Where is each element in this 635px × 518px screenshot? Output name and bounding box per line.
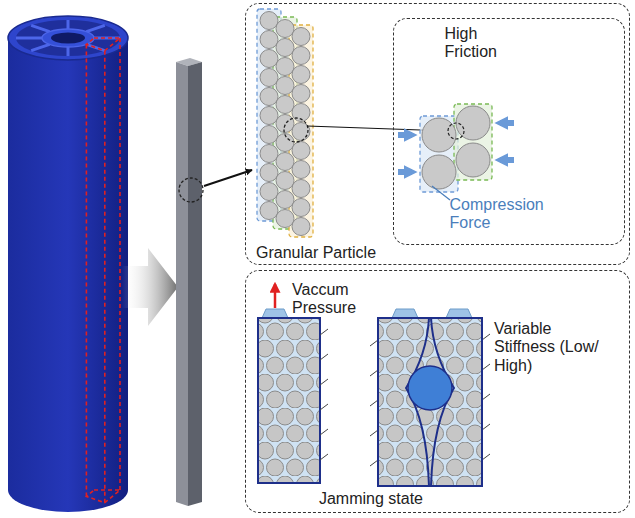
bar-side — [188, 62, 202, 506]
membrane-fill — [378, 318, 482, 486]
tube-cylinder — [8, 16, 128, 512]
tick — [370, 400, 378, 406]
contact-zoom — [398, 104, 514, 200]
column-outline — [289, 25, 313, 237]
tick — [482, 454, 490, 460]
cylinder-body — [8, 38, 128, 512]
rib — [86, 25, 104, 31]
contact-circle — [448, 123, 464, 139]
panel-caption: Granular Particle — [256, 244, 416, 262]
tick — [320, 379, 328, 385]
column-outline — [420, 116, 458, 192]
packed-particles — [378, 318, 482, 486]
detail-circle — [284, 118, 308, 142]
force-arrow — [500, 120, 514, 126]
tick — [482, 334, 490, 340]
callout-text: Compression Force — [450, 196, 565, 233]
chamber-bottom — [86, 490, 120, 503]
callout-text: Vaccum Pressure — [292, 281, 374, 318]
rib — [67, 47, 70, 56]
chamber-outline — [86, 38, 120, 503]
transition-arrow — [122, 248, 178, 326]
vacuum-port — [392, 309, 418, 318]
tick — [482, 394, 490, 400]
tick — [482, 364, 490, 370]
particle — [422, 118, 456, 152]
zoom-inset: High FrictionCompression Force — [393, 18, 625, 245]
inflated-chamber — [408, 366, 452, 410]
rib — [31, 44, 49, 50]
chamber-edge — [119, 38, 121, 490]
membrane-outline — [258, 318, 320, 483]
force-arrows — [398, 123, 514, 172]
rib — [67, 20, 70, 29]
rib — [86, 44, 104, 50]
tick — [370, 370, 378, 376]
bar-face — [176, 62, 188, 506]
column-outline — [454, 104, 492, 180]
rib — [31, 25, 49, 31]
force-arrow — [398, 132, 412, 138]
tick — [320, 329, 328, 335]
vacuum-port — [262, 309, 288, 318]
tick — [320, 354, 328, 360]
inner-hole — [51, 33, 85, 44]
chamber-top — [86, 38, 120, 51]
callout-text: Variable Stiffness (Low/ High) — [494, 320, 604, 375]
membrane-fill — [258, 318, 320, 483]
leader-line — [432, 186, 450, 200]
panel-caption: Jamming state — [246, 490, 496, 508]
tick — [370, 340, 378, 346]
chamber-edge — [86, 44, 88, 496]
particle — [456, 143, 490, 177]
tick — [370, 430, 378, 436]
chamber-edge — [104, 51, 106, 503]
chamber-bar — [176, 58, 203, 506]
detail-panel: Granular ParticleHigh FrictionCompressio… — [245, 3, 630, 265]
tick — [320, 454, 328, 460]
membrane-outline — [378, 318, 482, 486]
force-arrow — [500, 157, 514, 163]
detail-circle — [179, 178, 203, 202]
packed-particles — [258, 318, 320, 483]
tick — [370, 460, 378, 466]
tick — [320, 404, 328, 410]
vacuum-arrow — [274, 284, 277, 308]
jamming-panel: Vaccum PressureVariable Stiffness (Low/ … — [245, 270, 630, 513]
tick — [482, 424, 490, 430]
radial-ribs — [16, 20, 120, 56]
callout-text: High Friction — [445, 25, 515, 62]
cylinder-recess — [16, 20, 120, 56]
vacuum-port — [446, 309, 472, 318]
rib — [16, 37, 42, 40]
particle — [456, 106, 490, 140]
cylinder-top — [8, 16, 128, 60]
tick — [320, 429, 328, 435]
force-arrow — [398, 169, 412, 175]
particle — [422, 155, 456, 189]
